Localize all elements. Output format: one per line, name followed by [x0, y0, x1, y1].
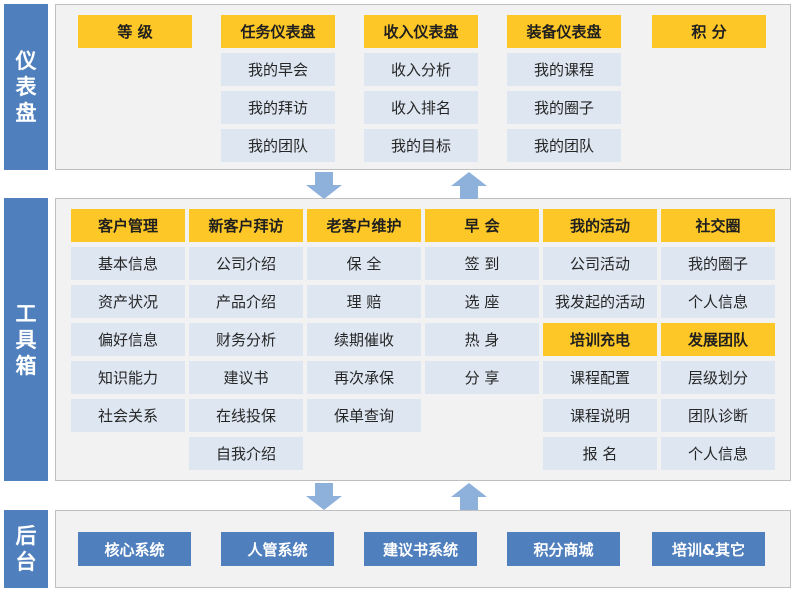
toolbox-item: 层级划分 — [661, 361, 775, 394]
toolbox-header: 新客户拜访 — [189, 209, 303, 242]
toolbox-item: 分 享 — [425, 361, 539, 394]
toolbox-item: 财务分析 — [189, 323, 303, 356]
toolbox-header: 早 会 — [425, 209, 539, 242]
dashboard-item: 收入分析 — [364, 53, 478, 86]
toolbox-item: 自我介绍 — [189, 437, 303, 470]
toolbox-item: 保 全 — [307, 247, 421, 280]
toolbox-item: 公司介绍 — [189, 247, 303, 280]
toolbox-item: 社会关系 — [71, 399, 185, 432]
toolbox-item: 基本信息 — [71, 247, 185, 280]
toolbox-item: 建议书 — [189, 361, 303, 394]
toolbox-item: 热 身 — [425, 323, 539, 356]
toolbox-item: 个人信息 — [661, 437, 775, 470]
toolbox-item: 偏好信息 — [71, 323, 185, 356]
section-label-dashboard: 仪表盘 — [4, 4, 48, 170]
dashboard-header: 等 级 — [78, 15, 192, 48]
toolbox-header: 客户管理 — [71, 209, 185, 242]
toolbox-item: 我的圈子 — [661, 247, 775, 280]
section-label-backend: 后台 — [4, 510, 48, 588]
dashboard-item: 收入排名 — [364, 91, 478, 124]
toolbox-header: 我的活动 — [543, 209, 657, 242]
backend-system: 培训&其它 — [652, 532, 765, 566]
toolbox-item: 公司活动 — [543, 247, 657, 280]
toolbox-item: 团队诊断 — [661, 399, 775, 432]
toolbox-item: 选 座 — [425, 285, 539, 318]
dashboard-header: 任务仪表盘 — [221, 15, 335, 48]
toolbox-item: 资产状况 — [71, 285, 185, 318]
dashboard-item: 我的拜访 — [221, 91, 335, 124]
toolbox-item: 在线投保 — [189, 399, 303, 432]
toolbox-item: 课程配置 — [543, 361, 657, 394]
toolbox-item: 报 名 — [543, 437, 657, 470]
toolbox-header: 老客户维护 — [307, 209, 421, 242]
toolbox-panel: 客户管理基本信息资产状况偏好信息知识能力社会关系 新客户拜访公司介绍产品介绍财务分… — [55, 198, 791, 481]
toolbox-header: 社交圈 — [661, 209, 775, 242]
backend-panel: 核心系统人管系统建议书系统积分商城培训&其它 — [55, 510, 791, 588]
dashboard-item: 我的团队 — [221, 129, 335, 162]
toolbox-item: 续期催收 — [307, 323, 421, 356]
dashboard-header: 积 分 — [652, 15, 766, 48]
dashboard-item: 我的团队 — [507, 129, 621, 162]
dashboard-item: 我的课程 — [507, 53, 621, 86]
backend-system: 核心系统 — [78, 532, 191, 566]
toolbox-item: 个人信息 — [661, 285, 775, 318]
up-arrow-icon — [451, 172, 487, 199]
dashboard-panel: 等 级任务仪表盘我的早会我的拜访我的团队 收入仪表盘收入分析收入排名我的目标 装备仪… — [55, 4, 791, 170]
dashboard-item: 我的目标 — [364, 129, 478, 162]
dashboard-header: 装备仪表盘 — [507, 15, 621, 48]
backend-system: 积分商城 — [507, 532, 620, 566]
dashboard-item: 我的早会 — [221, 53, 335, 86]
dashboard-header: 收入仪表盘 — [364, 15, 478, 48]
toolbox-item: 理 赔 — [307, 285, 421, 318]
toolbox-item: 课程说明 — [543, 399, 657, 432]
down-arrow-icon — [306, 483, 342, 510]
up-arrow-icon — [451, 483, 487, 510]
dashboard-item: 我的圈子 — [507, 91, 621, 124]
toolbox-item: 我发起的活动 — [543, 285, 657, 318]
toolbox-item: 知识能力 — [71, 361, 185, 394]
backend-system: 建议书系统 — [364, 532, 477, 566]
toolbox-item: 签 到 — [425, 247, 539, 280]
toolbox-header: 发展团队 — [661, 323, 775, 356]
down-arrow-icon — [306, 172, 342, 199]
toolbox-header: 培训充电 — [543, 323, 657, 356]
toolbox-item: 产品介绍 — [189, 285, 303, 318]
toolbox-item: 再次承保 — [307, 361, 421, 394]
backend-system: 人管系统 — [221, 532, 334, 566]
toolbox-item: 保单查询 — [307, 399, 421, 432]
section-label-toolbox: 工具箱 — [4, 198, 48, 481]
